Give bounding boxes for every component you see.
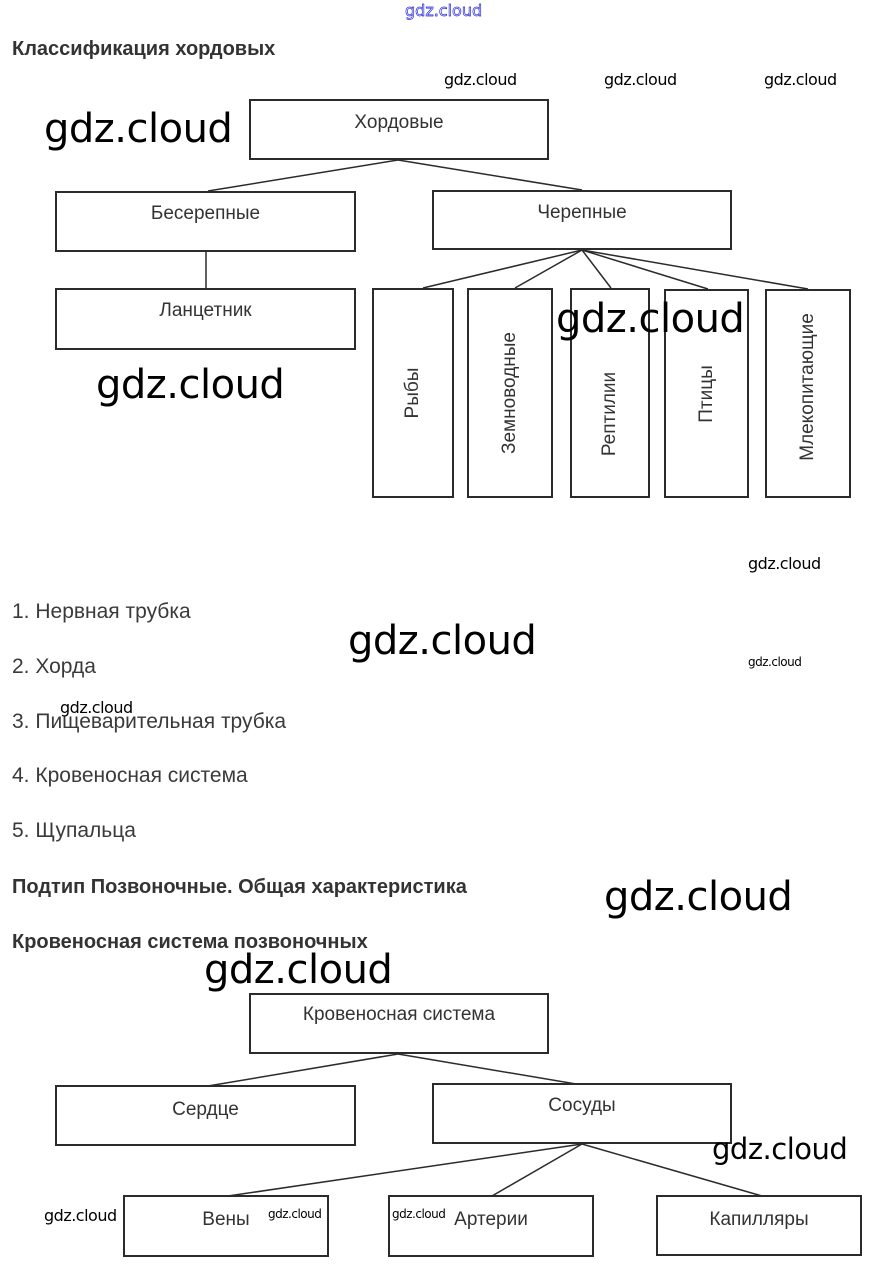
connector-vessels-veins [227,1143,583,1197]
connector-chordates-craniata [397,159,583,191]
list-item: 2. Хорда [12,655,96,678]
node-label: Рыбы [402,367,423,419]
watermark: gdz.cloud [764,70,837,89]
connector-craniata-amphibians [514,249,583,289]
node-label: Сосуды [548,1095,616,1116]
node-circulatory-system: Кровеносная система [249,993,549,1054]
connector-craniata-birds [581,249,709,290]
node-reptiles: Рептилии [570,288,650,498]
connector-craniata-mammals [581,249,809,290]
connector-circ-vessels [397,1053,583,1086]
watermark: gdz.cloud [60,698,133,717]
node-label: Птицы [695,364,717,423]
watermark: gdz.cloud [748,655,802,669]
node-acrania: Бесерепные [55,191,356,252]
watermark: gdz.cloud [556,296,745,342]
section-heading-circulatory-system: Кровеносная система позвоночных [12,931,368,953]
watermark: gdz.cloud [748,554,821,573]
node-label: Артерии [454,1209,528,1230]
connector-craniata-reptiles [581,249,612,289]
node-arteries: Артерии [388,1195,594,1257]
list-item: 3. Пищеварительная трубка [12,710,287,733]
watermark: gdz.cloud [268,1207,322,1221]
node-fish: Рыбы [372,288,454,498]
node-lancelet: Ланцетник [55,288,356,350]
node-label: Рептилии [599,371,620,456]
connector-circ-heart [207,1053,399,1087]
connector-vessels-arteries [491,1143,583,1197]
node-label: Земноводные [499,332,520,454]
node-label: Вены [202,1209,250,1230]
watermark: gdz.cloud [604,70,677,89]
node-birds: Птицы [664,289,749,498]
watermark: gdz.cloud [604,874,793,920]
watermark: gdz.cloud [712,1132,848,1166]
watermark: gdz.cloud [392,1207,446,1221]
node-vessels: Сосуды [432,1083,732,1144]
node-label: Млекопитающие [797,313,818,462]
connector-chordates-acrania [207,159,399,192]
node-label: Сердце [172,1099,239,1120]
node-label: Черепные [537,202,627,223]
section-heading-vertebrates: Подтип Позвоночные. Общая характеристика [12,876,467,898]
watermark: gdz.cloud [444,70,517,89]
node-capillaries: Капилляры [656,1195,862,1256]
list-item: 1. Нервная трубка [12,600,191,623]
watermark: gdz.cloud [348,618,537,664]
node-label: Капилляры [709,1209,809,1230]
watermark: gdz.cloud [44,1206,117,1225]
list-item: 5. Щупальца [12,819,136,842]
watermark: gdz.cloud [96,362,285,408]
node-label: Ланцетник [159,300,252,321]
node-veins: Вены [123,1195,329,1257]
watermark: gdz.cloud [405,1,483,21]
node-label: Бесерепные [150,203,261,224]
node-label: Кровеносная система [302,1004,496,1025]
watermark: gdz.cloud [204,947,393,993]
section-heading-chordate-classification: Классификация хордовых [12,38,276,60]
list-item: 4. Кровеносная система [12,764,248,787]
node-craniata: Черепные [432,190,732,250]
watermark: gdz.cloud [44,106,233,152]
node-heart: Сердце [55,1085,356,1146]
node-mammals: Млекопитающие [765,289,851,498]
node-chordates: Хордовые [249,99,549,160]
node-amphibians: Земноводные [467,288,553,498]
node-label: Хордовые [354,112,444,133]
connector-craniata-fish [422,249,583,289]
